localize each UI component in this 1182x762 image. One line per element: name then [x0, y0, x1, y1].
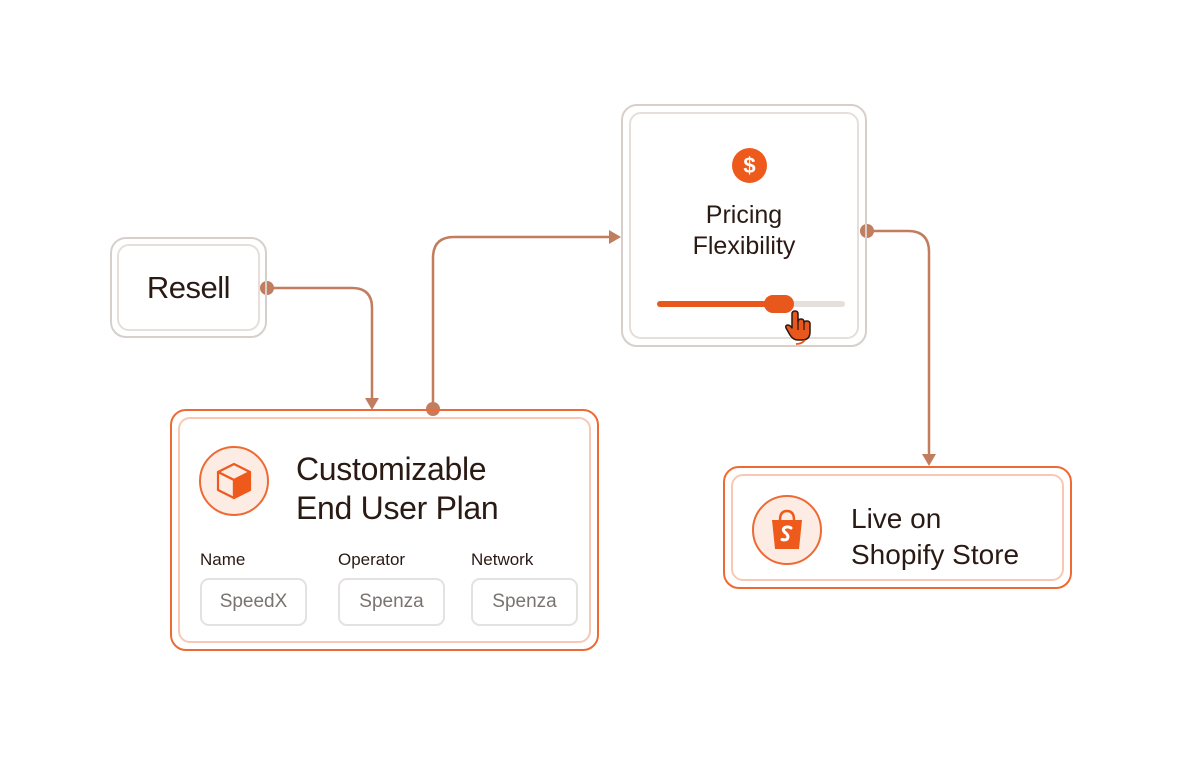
hand-cursor-icon: [785, 310, 811, 345]
arrowhead-pricing: [609, 230, 621, 244]
resell-node[interactable]: Resell: [110, 237, 267, 338]
pricing-title-line1: Pricing: [705, 201, 783, 229]
resell-node-inner: Resell: [117, 244, 260, 331]
custom-node-inner: Customizable End User Plan Name SpeedX O…: [178, 417, 591, 643]
shopify-bag-glyph: [772, 509, 802, 549]
arrowhead-custom: [365, 398, 379, 410]
connector-pricing-to-shopify: [867, 229, 931, 454]
shopify-title-line2: Shopify Store: [851, 539, 1020, 570]
name-field-input[interactable]: SpeedX: [200, 578, 307, 626]
name-field: Name SpeedX: [200, 550, 307, 626]
resell-label: Resell: [146, 269, 231, 305]
pricing-flexibility-node[interactable]: $ Pricing Flexibility: [621, 104, 867, 347]
name-field-label: Name: [200, 550, 246, 569]
shopify-title-line1: Live on: [851, 503, 942, 534]
pricing-slider-fill: [657, 301, 780, 307]
pricing-slider[interactable]: [657, 295, 845, 313]
shopify-bag-icon: [752, 495, 822, 565]
custom-title-line1: Customizable: [296, 451, 487, 487]
connector-dot-pricing: [860, 224, 874, 238]
shopify-node-inner: Live on Shopify Store: [731, 474, 1064, 581]
operator-field: Operator Spenza: [338, 550, 445, 626]
pricing-title: Pricing Flexibility: [631, 200, 857, 262]
box-icon: [199, 446, 269, 516]
network-field: Network Spenza: [471, 550, 578, 626]
network-field-label: Network: [471, 550, 534, 569]
dollar-icon: $: [732, 148, 767, 183]
connector-custom-to-pricing: [431, 235, 609, 409]
pricing-title-line2: Flexibility: [692, 232, 796, 260]
connector-dot-resell: [260, 281, 274, 295]
custom-title: Customizable End User Plan: [296, 450, 499, 528]
network-field-input[interactable]: Spenza: [471, 578, 578, 626]
operator-field-input[interactable]: Spenza: [338, 578, 445, 626]
customizable-plan-node[interactable]: Customizable End User Plan Name SpeedX O…: [170, 409, 599, 651]
pricing-slider-thumb[interactable]: [764, 295, 795, 313]
custom-title-line2: End User Plan: [296, 490, 499, 526]
operator-field-label: Operator: [338, 550, 406, 569]
cube-glyph: [216, 462, 252, 500]
arrowhead-shopify: [922, 454, 936, 466]
shopify-store-node[interactable]: Live on Shopify Store: [723, 466, 1072, 589]
shopify-title: Live on Shopify Store: [851, 501, 1019, 573]
connector-resell-to-custom: [267, 286, 374, 398]
pricing-node-inner: $ Pricing Flexibility: [629, 112, 859, 345]
